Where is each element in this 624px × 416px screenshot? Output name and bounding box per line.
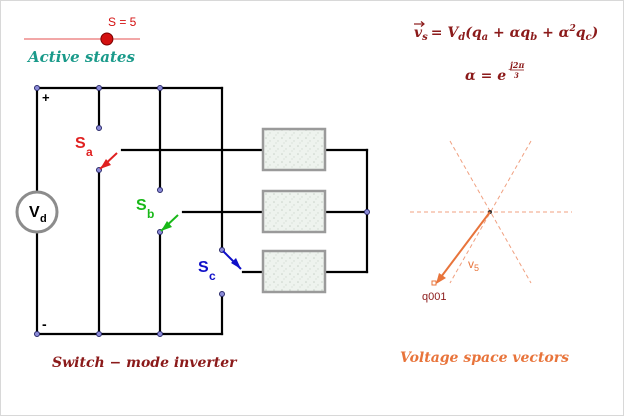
load-a xyxy=(261,127,327,172)
switch-b-label: S xyxy=(136,197,147,214)
switch-a[interactable]: S a xyxy=(75,135,118,170)
circuit-wires xyxy=(35,86,369,336)
vector-label: v5 xyxy=(468,257,479,273)
slider-value-label: S = 5 xyxy=(108,15,137,29)
switch-a-subscript: a xyxy=(86,145,93,159)
minus-terminal-label: - xyxy=(42,316,47,332)
load-b xyxy=(261,189,327,234)
switch-c-label: S xyxy=(198,259,209,276)
state-label: q001 xyxy=(422,291,446,303)
active-states-caption: Active states xyxy=(26,48,135,66)
vector-diagram-caption: Voltage space vectors xyxy=(400,350,569,366)
switch-c[interactable]: S c xyxy=(198,250,242,283)
switch-b[interactable]: S b xyxy=(136,197,179,232)
dc-source-label: V xyxy=(29,204,40,221)
circuit-nodes xyxy=(34,85,370,337)
slider-thumb[interactable] xyxy=(100,32,114,46)
load-impedances xyxy=(261,127,327,294)
svg-text:vs= Vd(qa + αqb + α2qc): vs= Vd(qa + αqb + α2qc) xyxy=(414,24,598,43)
alpha-definition: α = e j2π 3 xyxy=(465,60,524,84)
svg-text:α = e: α = e xyxy=(465,68,506,84)
active-states-slider[interactable]: S = 5 xyxy=(24,15,140,46)
switch-b-subscript: b xyxy=(147,207,154,221)
dc-source: V d xyxy=(15,190,59,234)
svg-text:3: 3 xyxy=(514,71,519,80)
voltage-vector-v5[interactable] xyxy=(431,211,491,286)
svg-text:j2π: j2π xyxy=(508,60,524,70)
switch-a-label: S xyxy=(75,135,86,152)
load-c xyxy=(261,249,327,294)
plus-terminal-label: + xyxy=(42,90,50,105)
dc-source-subscript: d xyxy=(40,213,47,225)
space-vector-equation: vs= Vd(qa + αqb + α2qc) xyxy=(414,21,598,43)
inverter-caption: Switch − mode inverter xyxy=(52,355,238,371)
switch-c-subscript: c xyxy=(209,269,216,283)
